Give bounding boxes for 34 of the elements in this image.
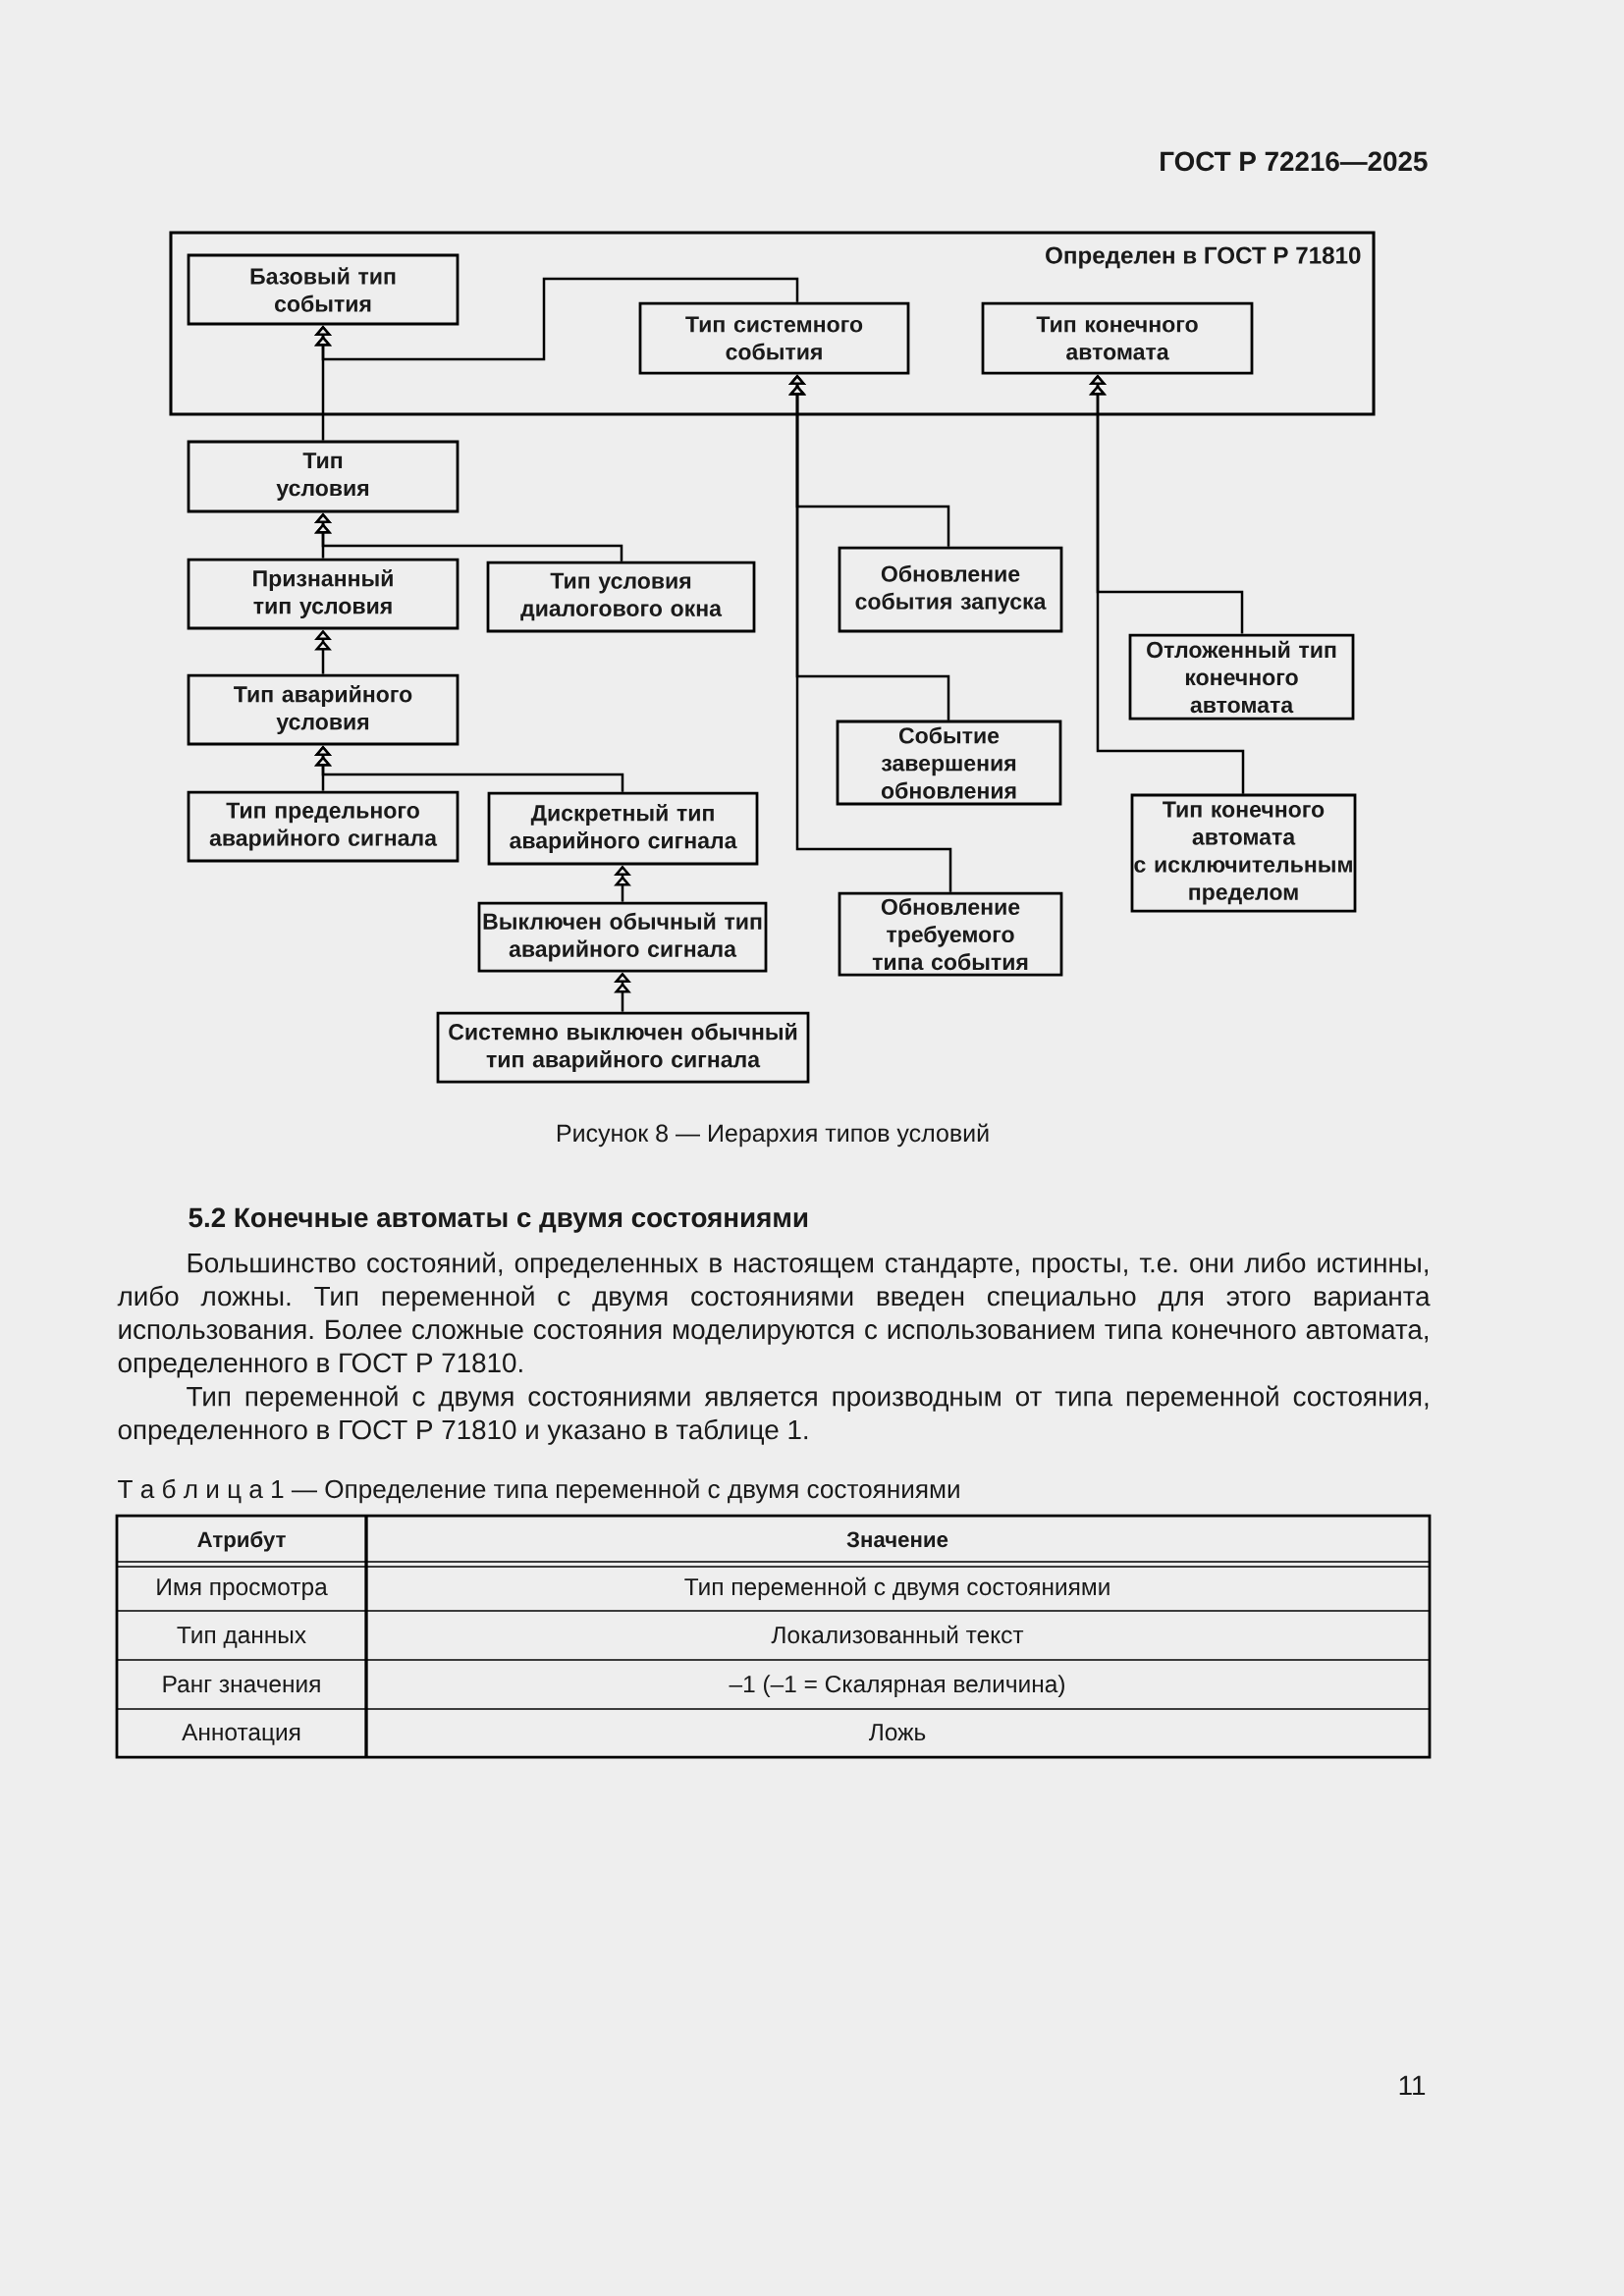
type-box: Тип конечного автомата [981,301,1254,375]
type-box: Тип предельного аварийного сигнала [187,790,460,863]
document-number: ГОСТ Р 72216—2025 [1161,151,1428,172]
type-box: Событие завершения обновления [836,720,1062,806]
type-box: Тип условия диалогового окна [486,561,756,633]
type-box: Обновление события запуска [838,546,1063,633]
frame-heading: Определен в ГОСТ Р 71810 [1046,246,1361,269]
figure-caption: Рисунок 8 — Иерархия типов условий [557,1123,989,1148]
table-header-cell: Значение [846,1531,948,1548]
section-heading: 5.2 Конечные автоматы с двумя состояниями [189,1207,808,1233]
type-box: Обновление требуемого типа события [838,891,1063,977]
table-cell: Локализованный текст [771,1625,1024,1644]
table-cell: Аннотация [182,1724,300,1745]
type-box: Тип системного события [638,301,910,375]
table-cell: –1 (–1 = Скалярная величина) [729,1675,1064,1697]
table-cell: Ранг значения [163,1676,320,1693]
type-box: Дискретный тип аварийного сигнала [487,791,759,866]
table-cell: Имя просмотра [157,1578,328,1600]
paragraph: Тип переменной с двумя состояниями является производным от типа переменной состояния, определенного в ГОСТ Р 71810 и указано в таблице 1. [118,1385,1429,1445]
type-box: Тип условия [187,440,460,513]
type-box: Выключен обычный тип аварийного сигнала [477,901,768,973]
table-cell: Тип данных [177,1627,306,1648]
table-cell: Ложь [869,1724,926,1741]
table-cell: Тип переменной с двумя состояниями [684,1576,1110,1600]
type-box: Признанный тип условия [187,558,460,630]
type-box: Тип аварийного условия [187,673,460,746]
type-box: Отложенный тип конечного автомата [1128,633,1355,721]
type-box: Тип конечного автомата с исключительным пределом [1130,793,1357,913]
paragraph: Большинство состояний, определенных в настоящем стандарте, просты, т.е. они либо истинны, либо ложны. Тип переменной с двумя состояниями введен специально для этого варианта использования. Более сложные состояния моделируются с использованием типа конечного автомата, определенного в ГОСТ Р 71810. [117,1252,1431,1378]
page-number: 11 [1399,2075,1426,2095]
type-box: Системно выключен обычный тип аварийного сигнала [436,1011,810,1084]
table-title: Т а б л и ц а 1 — Определение типа переменной с двумя состояниями [118,1478,959,1504]
table-header-cell: Атрибут [197,1530,286,1552]
type-box: Базовый тип события [187,253,460,326]
